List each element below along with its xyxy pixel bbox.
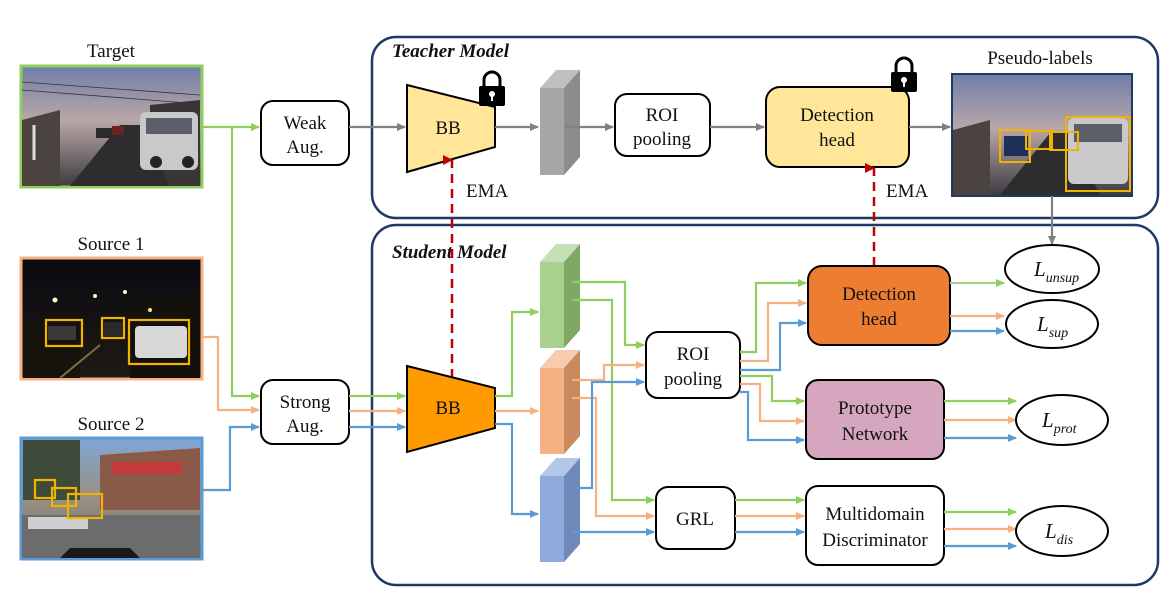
teacher-lock-icon [479, 70, 505, 106]
loss-prot: Lprot [1015, 394, 1109, 446]
loss-dis-sub: dis [1057, 533, 1074, 548]
disc-label-2: Discriminator [822, 530, 928, 551]
target-image [19, 64, 204, 189]
student-roi-label-1: ROI [677, 344, 710, 365]
loss-sup-base: L [1036, 312, 1049, 336]
strong-aug-label-1: Strong [280, 392, 331, 413]
student-roi-pooling-box [645, 331, 741, 399]
student-feature-map-target [540, 244, 580, 348]
ema-arrows [443, 155, 876, 378]
disc-label-1: Multidomain [825, 504, 925, 525]
loss-unsup-base: L [1033, 257, 1046, 281]
svg-text:Lunsup: Lunsup [1033, 257, 1079, 286]
ema-label-head: EMA [886, 181, 929, 202]
loss-dis: Ldis [1015, 505, 1109, 557]
weak-aug-label-1: Weak [284, 113, 327, 134]
weak-aug-box [260, 100, 350, 166]
roi-to-heads-arrows [740, 279, 807, 444]
loss-dis-base: L [1044, 519, 1057, 543]
loss-unsup: Lunsup [1004, 244, 1100, 294]
student-det-label-1: Detection [842, 284, 916, 305]
weak-aug-label-2: Aug. [286, 137, 323, 158]
feature-to-roi-grl-arrows [572, 280, 655, 536]
input-arrows [202, 123, 260, 492]
proto-label-1: Prototype [838, 398, 912, 419]
teacher-model-title: Teacher Model [392, 41, 510, 62]
grl-to-disc-arrows [735, 496, 805, 536]
ema-label-backbone: EMA [466, 181, 509, 202]
prototype-network-box [805, 379, 945, 460]
source1-image-label: Source 1 [77, 234, 144, 255]
multidomain-discriminator-box [805, 485, 945, 566]
svg-text:Ldis: Ldis [1044, 519, 1074, 548]
proto-label-2: Network [842, 424, 909, 445]
student-feature-map-source2 [540, 458, 580, 562]
student-det-label-2: head [861, 309, 897, 330]
teacher-flow-arrows [349, 123, 1056, 245]
student-roi-label-2: pooling [664, 369, 723, 390]
teacher-det-label-2: head [819, 130, 855, 151]
strong-aug-label-2: Aug. [286, 416, 323, 437]
teacher-roi-label-2: pooling [633, 129, 692, 150]
student-feature-map-source1 [540, 350, 580, 454]
target-image-label: Target [87, 41, 136, 62]
teacher-head-lock-icon [891, 56, 917, 92]
teacher-backbone-label: BB [435, 118, 460, 139]
student-backbone [406, 364, 496, 454]
student-model-panel [370, 223, 1160, 587]
teacher-feature-map [540, 70, 580, 88]
student-backbone-label: BB [435, 398, 460, 419]
teacher-roi-label-1: ROI [646, 105, 679, 126]
loss-unsup-sub: unsup [1046, 271, 1079, 286]
student-detection-head-box [807, 265, 951, 346]
pseudo-labels-image [951, 73, 1133, 197]
source2-image [19, 436, 204, 561]
svg-text:Lprot: Lprot [1041, 408, 1078, 437]
grl-label: GRL [676, 509, 714, 530]
heads-to-loss-arrows [944, 279, 1017, 550]
student-model-title: Student Model [392, 242, 507, 263]
teacher-detection-head-box [765, 86, 910, 168]
svg-text:Lsup: Lsup [1036, 312, 1068, 341]
loss-sup: Lsup [1005, 299, 1099, 349]
strong-to-bb-arrows [349, 392, 406, 431]
pseudo-labels-label: Pseudo-labels [987, 48, 1093, 69]
grl-box [655, 486, 736, 550]
source1-image [19, 256, 204, 381]
loss-prot-base: L [1041, 408, 1054, 432]
loss-sup-sub: sup [1049, 326, 1068, 341]
teacher-det-label-1: Detection [800, 105, 874, 126]
loss-prot-sub: prot [1053, 422, 1078, 437]
source2-image-label: Source 2 [77, 414, 144, 435]
bb-to-feature-arrows [495, 308, 539, 518]
teacher-roi-pooling-box [614, 93, 711, 157]
teacher-backbone [406, 83, 496, 174]
